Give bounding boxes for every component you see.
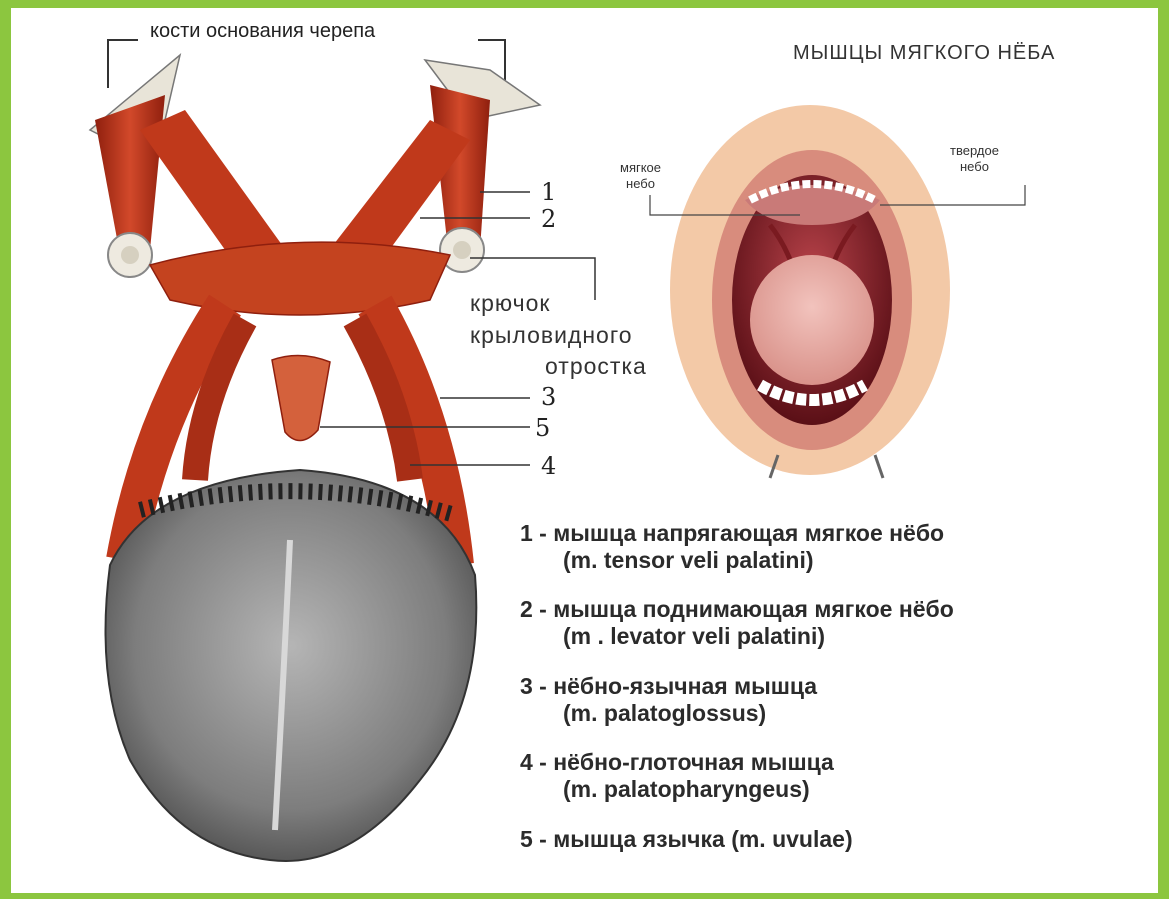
callout-number-4: 4 (541, 452, 556, 480)
legend-item-3: 3 - нёбно-язычная мышца (m. palatoglossu… (520, 673, 817, 727)
callout-number-3: 3 (541, 383, 556, 411)
pterygoid-hook-right (440, 228, 484, 272)
legend-item-1: 1 - мышца напрягающая мягкое нёбо (m. te… (520, 520, 944, 574)
hard-palate-label-line2: небо (950, 159, 999, 175)
hook-label-line3: отростка (545, 353, 647, 380)
legend-item-2-latin: (m . levator veli palatini) (520, 623, 954, 650)
legend-item-4: 4 - нёбно-глоточная мышца (m. palatophar… (520, 749, 834, 803)
soft-palate-label: мягкое небо (620, 160, 661, 192)
tongue (106, 470, 477, 861)
callout-number-5: 5 (535, 414, 550, 442)
callout-number-2: 2 (541, 205, 556, 233)
pterygoid-hook-left (108, 233, 152, 277)
hook-label-line1: крючок (470, 290, 550, 317)
legend-item-2-name: 2 - мышца поднимающая мягкое нёбо (520, 596, 954, 622)
legend-item-5-name: 5 - мышца язычка (m. uvulae) (520, 826, 853, 852)
legend-item-1-name: 1 - мышца напрягающая мягкое нёбо (520, 520, 944, 546)
callout-number-1: 1 (541, 178, 556, 206)
open-mouth-illustration (670, 105, 950, 478)
hard-palate-label-line1: твердое (950, 143, 999, 159)
legend-item-3-name: 3 - нёбно-язычная мышца (520, 673, 817, 699)
skull-bones-label: кости основания черепа (150, 20, 375, 43)
hard-palate-label: твердое небо (950, 143, 999, 175)
uvula (272, 355, 330, 440)
legend-item-4-name: 4 - нёбно-глоточная мышца (520, 749, 834, 775)
legend-item-4-latin: (m. palatopharyngeus) (520, 776, 834, 803)
legend-item-5: 5 - мышца язычка (m. uvulae) (520, 826, 853, 853)
soft-palate-label-line1: мягкое (620, 160, 661, 176)
legend-item-3-latin: (m. palatoglossus) (520, 700, 817, 727)
legend-item-1-latin: (m. tensor veli palatini) (520, 547, 944, 574)
soft-palate-label-line2: небо (620, 176, 661, 192)
hook-label-line2: крыловидного (470, 322, 633, 349)
soft-palate-aponeurosis (150, 242, 450, 315)
legend-item-2: 2 - мышца поднимающая мягкое нёбо (m . l… (520, 596, 954, 650)
diagram-title: МЫШЦЫ МЯГКОГО НЁБА (793, 42, 1055, 65)
